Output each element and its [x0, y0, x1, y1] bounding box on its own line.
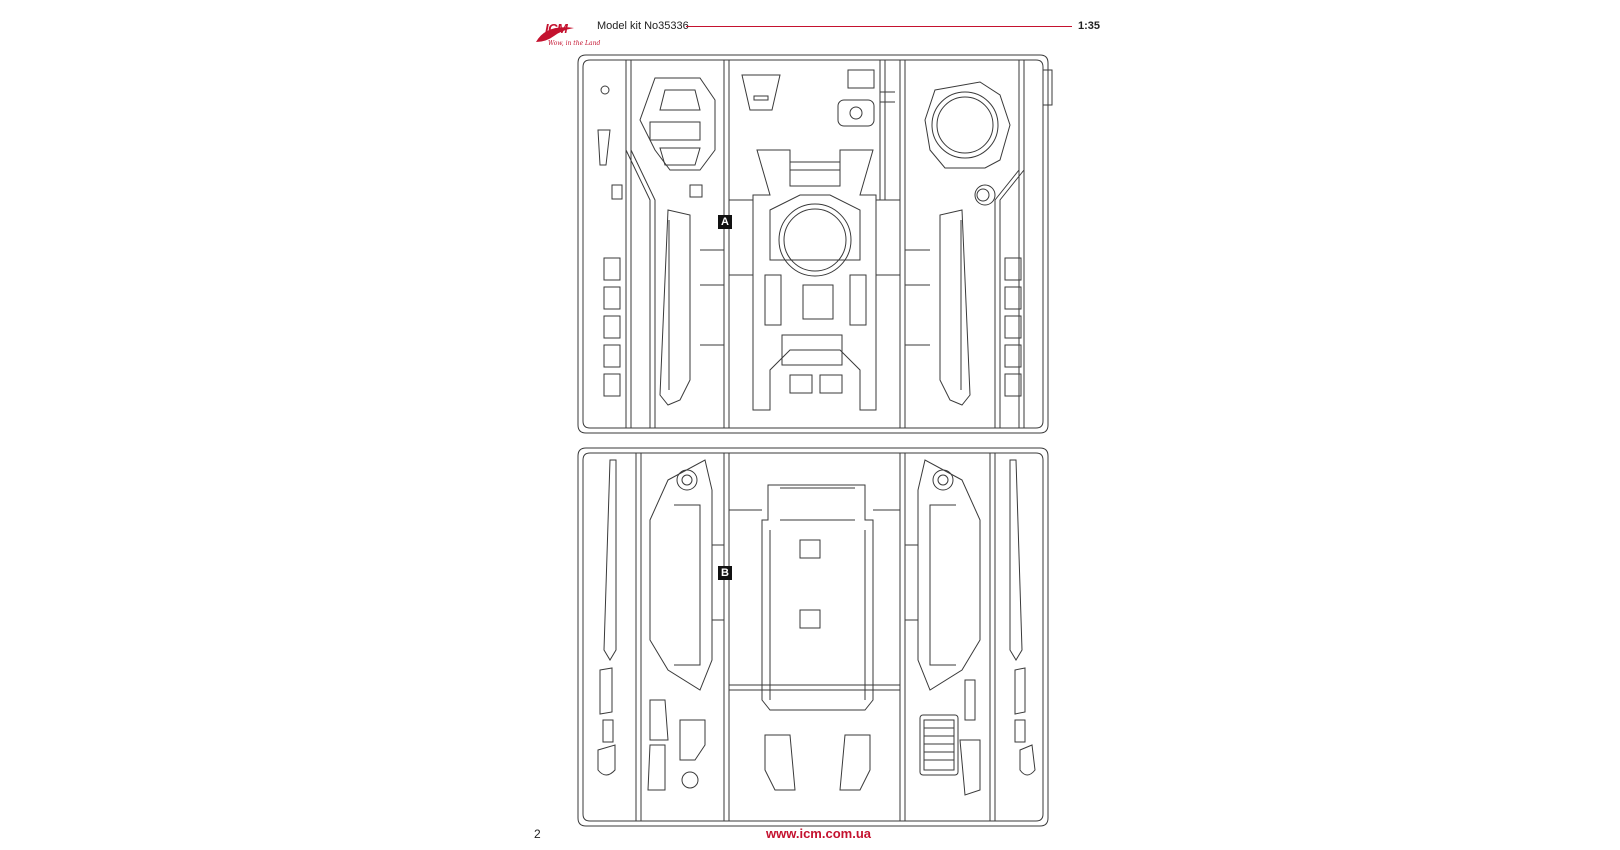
right-frame-column — [1004, 257, 1022, 397]
brand-name: ICM — [545, 21, 568, 36]
icm-logo — [536, 27, 574, 42]
kit-title: Model kit No35336 — [597, 20, 689, 32]
sprue-label-b: B — [718, 566, 732, 580]
website-link[interactable]: www.icm.com.ua — [766, 826, 871, 841]
header-rule — [686, 26, 1072, 27]
sprue-a — [577, 54, 1053, 434]
left-frame-column — [603, 257, 621, 397]
brand-tagline: Wow, in the Land — [548, 40, 601, 47]
page-number: 2 — [534, 827, 541, 841]
sprue-b — [577, 447, 1049, 827]
sprue-label-a: A — [718, 215, 732, 229]
kit-scale: 1:35 — [1078, 20, 1101, 32]
